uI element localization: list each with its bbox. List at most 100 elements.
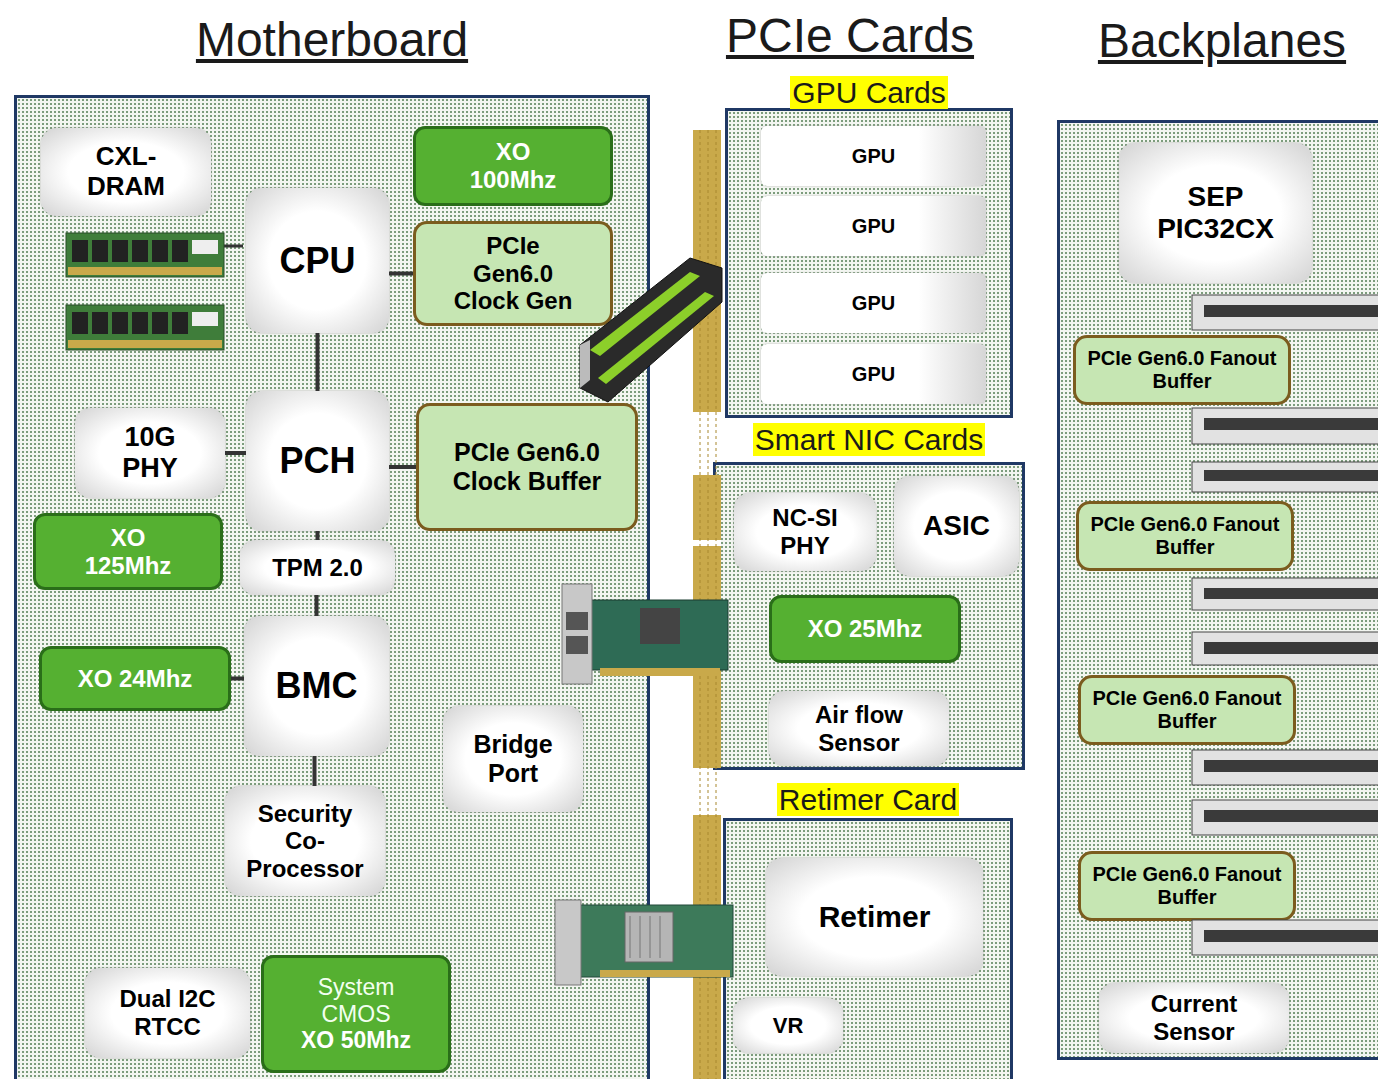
text-holder: PCIe Gen6.0 Fanout Buffer: [1079, 504, 1291, 568]
text-holder: Bridge Port: [443, 706, 583, 812]
text-holder: SEP PIC32CX: [1119, 143, 1312, 283]
panel-heading: Smart NIC Cards: [753, 423, 985, 456]
chip-box: SEP PIC32CX: [1119, 143, 1312, 283]
node-text: Security Co-Processor: [239, 800, 371, 883]
column-heading: PCIe Cards: [700, 8, 1000, 63]
text-holder: BMC: [244, 616, 389, 756]
oscillator-box: XO 100Mhz: [413, 126, 613, 206]
text-holder: XO 125Mhz: [36, 516, 220, 587]
text-holder: CPU: [246, 188, 389, 333]
chip-box: GPU: [761, 273, 986, 333]
bus-line: [231, 677, 244, 681]
panel-heading: GPU Cards: [790, 76, 947, 109]
chip-box: CPU: [246, 188, 389, 333]
text-holder: PCIe Gen6.0 Fanout Buffer: [1081, 854, 1293, 918]
chip-box: Retimer: [766, 858, 983, 976]
chip-box: ASIC: [894, 476, 1019, 576]
node-text: 10G PHY: [102, 422, 198, 484]
node-text: XO 50Mhz: [301, 1027, 411, 1053]
chip-box: CXL-DRAM: [41, 128, 211, 216]
text-holder: TPM 2.0: [240, 540, 395, 595]
bus-line: [389, 272, 413, 276]
node-text: Current Sensor: [1134, 990, 1254, 1045]
node-text: XO 25Mhz: [808, 615, 923, 643]
node-text: PCIe Gen6.0 Clock Gen: [447, 232, 579, 315]
chip-box: Dual I2C RTCC: [85, 968, 250, 1058]
node-text: TPM 2.0: [272, 554, 363, 582]
node-text: PCIe Gen6.0 Fanout Buffer: [1090, 513, 1280, 559]
chip-box: Security Co-Processor: [225, 786, 385, 896]
heading-holder: Motherboard: [17, 12, 647, 67]
text-holder: VR: [733, 998, 843, 1053]
retimer-card-picture: [555, 900, 733, 985]
nic-card-picture: [562, 584, 728, 684]
chip-box: 10G PHY: [75, 408, 225, 498]
node-text: GPU: [852, 292, 895, 315]
bus-line: [316, 333, 320, 391]
panel-heading: Retimer Card: [777, 783, 959, 816]
oscillator-box: XO 125Mhz: [33, 513, 223, 590]
node-text: GPU: [852, 215, 895, 238]
text-holder: System CMOSXO 50Mhz: [264, 958, 448, 1070]
node-text: PCIe Gen6.0 Fanout Buffer: [1087, 347, 1277, 393]
node-text: PCH: [279, 440, 355, 481]
board-panel: Retimer CardRetimerVR: [723, 818, 1013, 1079]
clock-chip-box: PCIe Gen6.0 Clock Buffer: [416, 403, 638, 531]
node-text: CPU: [279, 240, 355, 281]
node-text: GPU: [852, 145, 895, 168]
panel-heading: Backplanes: [1098, 14, 1346, 67]
text-holder: XO 100Mhz: [416, 129, 610, 203]
node-text: XO 24Mhz: [78, 665, 193, 693]
chip-box: GPU: [761, 196, 986, 256]
clock-chip-box: PCIe Gen6.0 Fanout Buffer: [1078, 851, 1296, 921]
node-text: ASIC: [923, 510, 990, 542]
backplane-slot-pins: [1204, 305, 1378, 942]
heading-holder: Retimer Card: [726, 783, 1010, 817]
dimm-module: [66, 233, 243, 277]
bus-line: [225, 451, 246, 455]
panel-heading: Motherboard: [196, 13, 468, 66]
chip-box: BMC: [244, 616, 389, 756]
chip-box: TPM 2.0: [240, 540, 395, 595]
chip-box: Air flow Sensor: [769, 691, 949, 766]
text-holder: Dual I2C RTCC: [85, 968, 250, 1058]
text-holder: ASIC: [894, 476, 1019, 576]
text-holder: XO 25Mhz: [772, 598, 958, 660]
chip-box: Current Sensor: [1099, 983, 1289, 1053]
node-text: Air flow Sensor: [797, 701, 922, 756]
bus-line: [316, 531, 320, 540]
node-text: NC-SI PHY: [750, 504, 860, 559]
node-text: XO 100Mhz: [465, 138, 561, 193]
node-text: PCIe Gen6.0 Fanout Buffer: [1092, 863, 1282, 909]
bus-line: [389, 465, 416, 469]
node-text: Retimer: [819, 900, 931, 935]
oscillator-box: System CMOSXO 50Mhz: [261, 955, 451, 1073]
text-holder: GPU: [761, 126, 986, 186]
node-text: Dual I2C RTCC: [107, 985, 229, 1040]
node-text: GPU: [852, 363, 895, 386]
clock-chip-box: PCIe Gen6.0 Fanout Buffer: [1076, 501, 1294, 571]
node-text: CXL-DRAM: [71, 142, 181, 202]
node-text: BMC: [276, 665, 358, 706]
text-holder: 10G PHY: [75, 408, 225, 498]
dimm-module: [66, 305, 224, 350]
text-holder: PCIe Gen6.0 Fanout Buffer: [1081, 678, 1293, 742]
text-holder: PCIe Gen6.0 Clock Gen: [416, 224, 610, 323]
chip-box: Bridge Port: [443, 706, 583, 812]
text-holder: NC-SI PHY: [734, 493, 876, 571]
heading-holder: Backplanes: [1060, 13, 1378, 68]
board-panel: Smart NIC CardsNC-SI PHYASICXO 25MhzAir …: [713, 462, 1025, 770]
chip-box: GPU: [761, 344, 986, 404]
bus-line: [315, 595, 319, 616]
oscillator-box: XO 25Mhz: [769, 595, 961, 663]
text-holder: PCIe Gen6.0 Clock Buffer: [419, 406, 635, 528]
text-holder: GPU: [761, 344, 986, 404]
text-holder: GPU: [761, 273, 986, 333]
backplane-slot: [1192, 295, 1378, 955]
board-panel: GPU CardsGPUGPUGPUGPU: [725, 108, 1013, 418]
chip-box: GPU: [761, 126, 986, 186]
bus-line: [313, 756, 317, 786]
oscillator-box: XO 24Mhz: [39, 646, 231, 711]
text-holder: Air flow Sensor: [769, 691, 949, 766]
node-text: PCIe Gen6.0 Clock Buffer: [427, 438, 627, 496]
